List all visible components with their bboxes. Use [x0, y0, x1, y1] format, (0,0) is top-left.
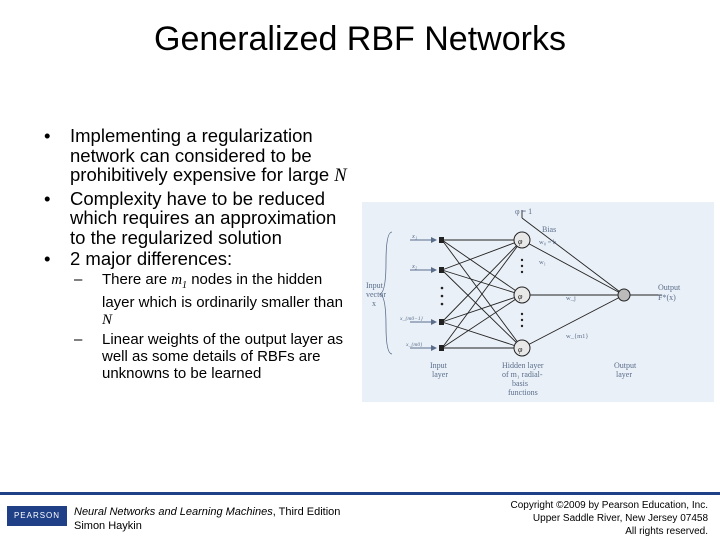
input-label: x₂: [411, 263, 418, 270]
rbf-network-diagram: φ = 1 φ φ φ Bias w₀ = b w₁ w_j w_{m1} x₁…: [362, 202, 714, 402]
pearson-logo: PEARSON: [7, 506, 67, 526]
bullet-var: N: [334, 166, 347, 186]
network-edges: [441, 210, 662, 349]
rbf-network-svg: φ = 1 φ φ φ Bias w₀ = b w₁ w_j w_{m1} x₁…: [366, 207, 681, 397]
input-label: x_{m0−1}: [399, 316, 424, 322]
weight-label: w_{m1}: [566, 333, 589, 340]
bullet-dot: •: [44, 248, 51, 269]
input-vector-label: Input: [366, 281, 384, 290]
book-author: Simon Haykin: [74, 520, 142, 532]
book-citation: Neural Networks and Learning Machines, T…: [74, 505, 340, 533]
sub-bullet-dash: –: [74, 270, 83, 288]
input-vector-label: x: [372, 299, 376, 308]
sub-bullet-dash: –: [74, 330, 83, 348]
bullet-text: 2 major differences:: [70, 248, 233, 269]
sub-bullet-text: There are: [102, 270, 172, 288]
output-label: F*(x): [658, 293, 676, 302]
sub-bullet-var: N: [102, 311, 113, 328]
phi-label: φ: [518, 237, 523, 246]
sub-bullet-var: m: [171, 271, 183, 288]
input-label: x_{m0}: [405, 342, 423, 348]
slide-title: Generalized RBF Networks: [154, 20, 566, 58]
bullet-text: Complexity have to be reduced which requ…: [70, 187, 337, 248]
hidden-layer-label: basis: [512, 379, 528, 388]
hidden-layer-label: of m₁ radial-: [502, 370, 543, 379]
input-label: x₁: [411, 233, 417, 240]
input-layer-label: layer: [432, 370, 448, 379]
input-layer-label: Input: [430, 361, 448, 370]
phi-label: φ: [518, 292, 523, 301]
sub-bullet-item: – Linear weights of the output layer as …: [44, 331, 354, 382]
phi-label: φ: [518, 345, 523, 354]
bias-top-label: φ = 1: [515, 207, 532, 216]
bullet-text: Implementing a regularization network ca…: [70, 125, 335, 185]
copyright-line: Copyright ©2009 by Pearson Education, In…: [510, 500, 709, 511]
bullet-item: • Complexity have to be reduced which re…: [44, 187, 354, 248]
input-vector-label: vector: [366, 290, 386, 299]
output-node: [617, 288, 631, 302]
weight-label: w₁: [539, 259, 546, 266]
sub-bullet-subscript: 1: [182, 279, 188, 291]
output-layer-label: layer: [616, 370, 632, 379]
hidden-layer-label: functions: [508, 388, 538, 397]
input-nodes: [439, 237, 444, 351]
copyright-notice: Copyright ©2009 by Pearson Education, In…: [448, 499, 709, 538]
bullet-list: • Implementing a regularization network …: [44, 126, 354, 382]
bullet-item: • Implementing a regularization network …: [44, 126, 354, 187]
output-layer-label: Output: [614, 361, 637, 370]
sub-bullet-item: – There are m1 nodes in the hidden layer…: [44, 271, 354, 329]
bullet-item: • 2 major differences:: [44, 249, 354, 269]
sub-bullet-text: Linear weights of the output layer as we…: [102, 330, 343, 382]
copyright-line: Upper Saddle River, New Jersey 07458: [532, 513, 708, 524]
sub-bullet-text: nodes in the hidden layer which is ordin…: [102, 270, 343, 311]
hidden-nodes: [513, 231, 531, 357]
bias-label: Bias: [542, 225, 556, 234]
output-label: Output: [658, 283, 681, 292]
bullet-dot: •: [44, 125, 51, 146]
bias-weight-label: w₀ = b: [539, 239, 556, 246]
bullet-dot: •: [44, 187, 51, 209]
book-edition: , Third Edition: [272, 506, 341, 518]
input-arrows: [410, 237, 437, 351]
book-title: Neural Networks and Learning Machines: [74, 506, 273, 518]
copyright-line: All rights reserved.: [625, 526, 708, 537]
weight-label: w_j: [566, 295, 576, 302]
hidden-layer-label: Hidden layer: [502, 361, 544, 370]
footer-rule: [0, 492, 720, 495]
